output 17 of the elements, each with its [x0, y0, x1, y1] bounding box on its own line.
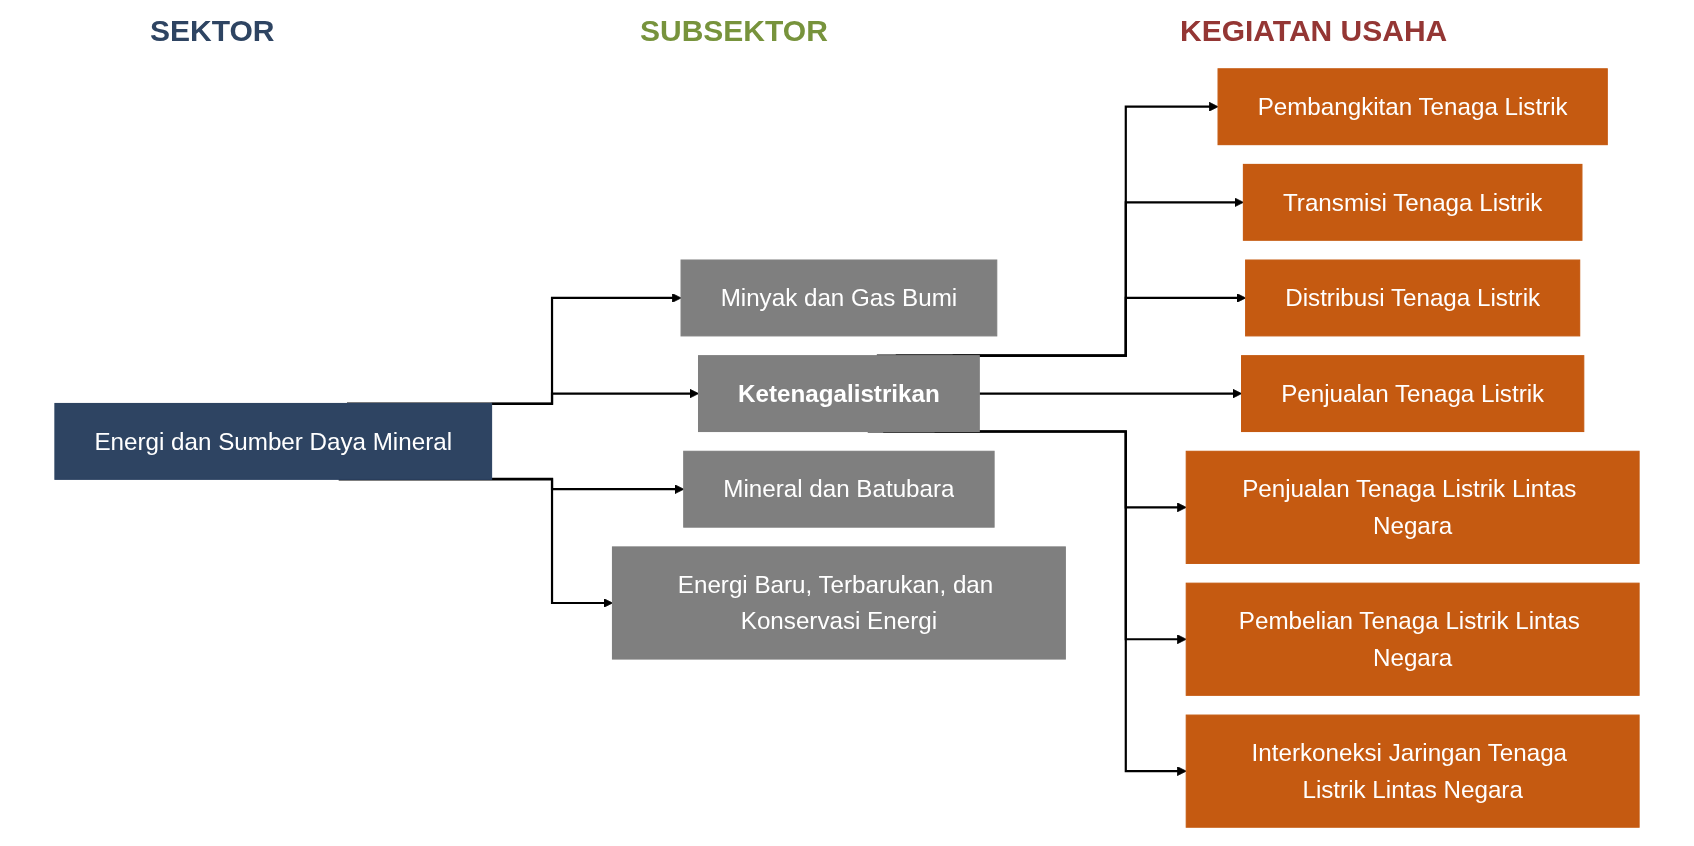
node-box: Mineral dan Batubara: [683, 450, 995, 528]
node-box: Minyak dan Gas Bumi: [680, 259, 998, 337]
column-heading: SUBSEKTOR: [640, 14, 828, 48]
node-box: Ketenagalistrikan: [698, 355, 980, 433]
node-box: Energi dan Sumber Daya Mineral: [54, 402, 493, 480]
node-box: Transmisi Tenaga Listrik: [1242, 163, 1583, 241]
arrow: [491, 388, 699, 406]
node-box: Pembelian Tenaga Listrik Lintas Negara: [1185, 582, 1640, 696]
column-heading: SEKTOR: [150, 14, 275, 48]
node-box: Energi Baru, Terbarukan, dan Konservasi Energi: [611, 546, 1066, 660]
node-box: Interkoneksi Jaringan Tenaga Listrik Lintas Negara: [1185, 714, 1640, 828]
node-box: Distribusi Tenaga Listrik: [1245, 259, 1581, 337]
node-box: Penjualan Tenaga Listrik: [1241, 355, 1585, 433]
arrow: [979, 388, 1242, 399]
column-heading: KEGIATAN USAHA: [1180, 14, 1448, 48]
node-box: Pembangkitan Tenaga Listrik: [1217, 68, 1608, 146]
node-box: Penjualan Tenaga Listrik Lintas Negara: [1185, 450, 1640, 564]
